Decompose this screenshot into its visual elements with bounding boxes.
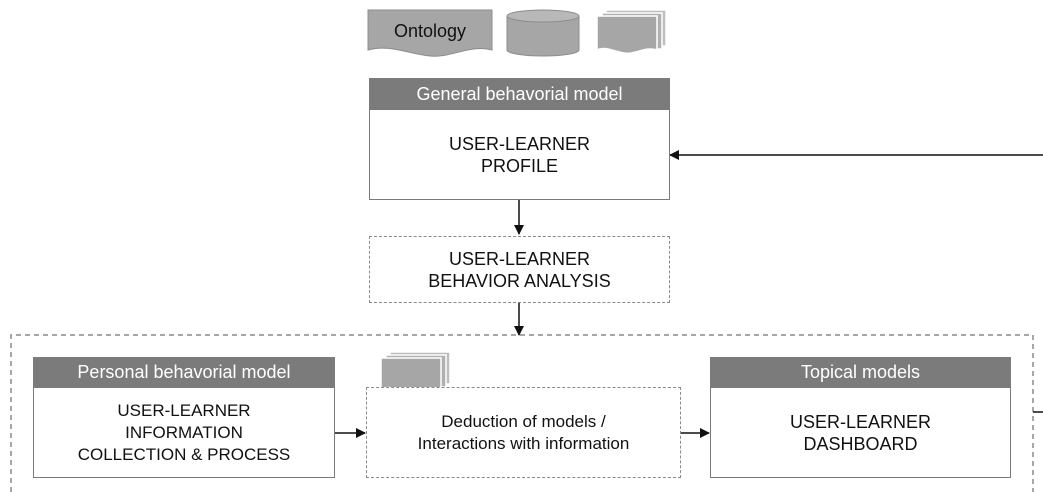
personal-model-header: Personal behavorial model	[33, 357, 335, 388]
topical-models: Topical models USER-LEARNER DASHBOARD	[710, 357, 1011, 478]
documents-stack-icon	[596, 9, 667, 55]
general-model-header: General behavorial model	[369, 78, 670, 110]
database-icon	[506, 9, 580, 57]
general-model-body: USER-LEARNER PROFILE	[369, 109, 670, 200]
general-behavioral-model: General behavorial model USER-LEARNER PR…	[369, 78, 670, 200]
ontology-document-icon	[367, 9, 493, 57]
behavior-analysis-box: USER-LEARNER BEHAVIOR ANALYSIS	[369, 236, 670, 303]
personal-behavioral-model: Personal behavorial model USER-LEARNER I…	[33, 357, 335, 478]
topical-models-header: Topical models	[710, 357, 1011, 388]
ontology-label: Ontology	[393, 20, 467, 41]
topical-models-body: USER-LEARNER DASHBOARD	[710, 387, 1011, 478]
personal-model-body: USER-LEARNER INFORMATION COLLECTION & PR…	[33, 387, 335, 478]
deduction-box: Deduction of models / Interactions with …	[366, 387, 681, 478]
